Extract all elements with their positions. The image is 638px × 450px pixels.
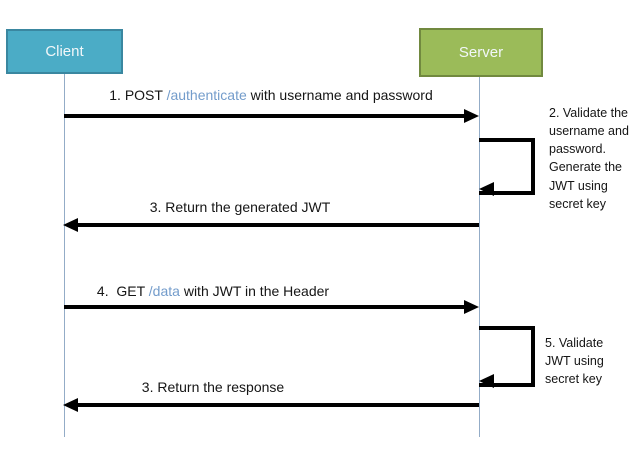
arrowhead-right-icon <box>464 109 479 123</box>
message-3-label: 3. Return the generated JWT <box>149 199 331 215</box>
message-4-arrow <box>64 300 479 314</box>
message-3-arrow-shaft <box>75 223 479 227</box>
message-4-label: 4. GET /data with JWT in the Header <box>30 283 396 299</box>
server-actor-box: Server <box>419 28 543 77</box>
message-1-text: 1. POST <box>109 87 167 103</box>
message-1-arrow-shaft <box>64 114 467 118</box>
client-actor-label: Client <box>45 43 84 60</box>
message-4-text-suffix: with JWT in the Header <box>179 283 330 299</box>
message-1-text-suffix: with username and password <box>246 87 433 103</box>
note-2-validate-credentials: 2. Validate the username and password. G… <box>549 106 629 211</box>
arrowhead-left-icon <box>479 374 494 388</box>
server-self-loop-1 <box>479 138 535 196</box>
message-6-arrow-shaft <box>75 403 479 407</box>
arrowhead-left-icon <box>479 182 494 196</box>
server-actor-label: Server <box>458 44 504 61</box>
arrowhead-right-icon <box>464 300 479 314</box>
arrowhead-left-icon <box>63 218 78 232</box>
message-6-label: 3. Return the response <box>141 379 285 395</box>
message-4-arrow-shaft <box>64 305 467 309</box>
message-1-label: 1. POST /authenticate with username and … <box>64 87 478 103</box>
message-1-endpoint-link-text: /authenticate <box>166 87 247 103</box>
message-6-arrow <box>63 398 479 412</box>
arrowhead-left-icon <box>63 398 78 412</box>
note-5-validate-jwt: 5. Validate JWT using secret key <box>545 336 604 387</box>
client-lifeline <box>64 74 65 437</box>
client-actor-box: Client <box>6 29 123 74</box>
server-self-loop-2 <box>479 326 535 388</box>
message-1-arrow <box>64 109 479 123</box>
message-4-endpoint-link-text: /data <box>148 283 180 299</box>
message-4-text: 4. GET <box>96 283 149 299</box>
message-3-arrow <box>63 218 479 232</box>
server-lifeline <box>479 77 480 437</box>
